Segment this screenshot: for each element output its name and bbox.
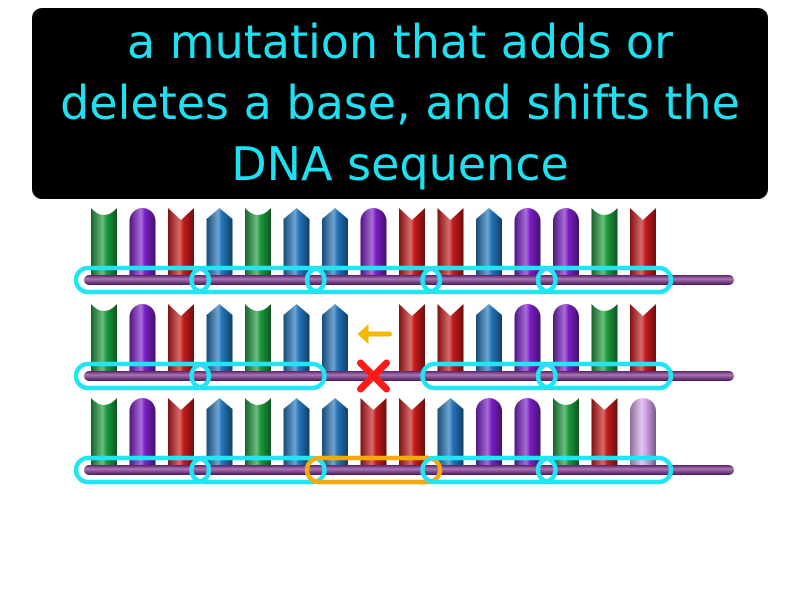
definition-caption-box: a mutation that adds or deletes a base, … — [32, 8, 768, 199]
dna-strand-deletion — [73, 304, 734, 393]
codon-outline — [535, 265, 674, 295]
shifted-codon-outline — [304, 455, 443, 485]
base-blue — [476, 304, 502, 372]
dna-strand-original — [73, 208, 734, 295]
base-green — [245, 304, 271, 372]
base-purple — [553, 208, 579, 276]
base-purple — [476, 398, 502, 466]
base-blue — [206, 398, 233, 466]
base-purple — [129, 398, 156, 466]
base-purple — [360, 208, 387, 276]
base-red — [399, 398, 425, 466]
base-blue — [476, 208, 502, 276]
deletion-x-mark — [357, 359, 390, 393]
base-red — [437, 208, 464, 276]
base-blue — [437, 398, 464, 466]
base-green — [245, 208, 271, 276]
base-blue — [322, 398, 348, 466]
codon-outline — [304, 265, 443, 295]
base-blue — [283, 208, 310, 276]
base-blue — [322, 208, 348, 276]
codon-outline — [535, 361, 674, 391]
codon-outline — [73, 361, 212, 391]
sugar-phosphate-backbone — [84, 371, 734, 381]
base-green — [245, 398, 271, 466]
base-red — [168, 398, 194, 466]
base-purple — [129, 304, 156, 372]
definition-caption-text: a mutation that adds or deletes a base, … — [60, 15, 740, 191]
codon-outline — [73, 455, 212, 485]
shift-left-arrow — [357, 324, 392, 344]
base-blue — [322, 304, 348, 372]
base-green — [91, 208, 117, 276]
base-purple — [553, 304, 579, 372]
base-red — [591, 398, 618, 466]
codon-outline — [535, 455, 674, 485]
codon-outline — [189, 265, 327, 295]
base-blue — [283, 304, 310, 372]
base-green — [91, 304, 117, 372]
base-red — [168, 304, 194, 372]
base-blue — [283, 398, 310, 466]
base-red — [360, 398, 387, 466]
base-light-purple — [630, 398, 656, 466]
base-green — [591, 208, 618, 276]
base-blue — [206, 304, 233, 372]
base-green — [91, 398, 117, 466]
base-red — [630, 304, 656, 372]
base-green — [553, 398, 579, 466]
base-red — [399, 304, 425, 372]
codon-outline — [420, 455, 558, 485]
base-red — [630, 208, 656, 276]
base-purple — [129, 208, 156, 276]
base-purple — [514, 208, 541, 276]
dna-strands-layer — [73, 208, 734, 485]
codon-outline — [189, 455, 327, 485]
base-red — [168, 208, 194, 276]
base-purple — [514, 304, 541, 372]
codon-outline — [189, 361, 327, 391]
base-purple — [514, 398, 541, 466]
sugar-phosphate-backbone — [84, 275, 734, 285]
dna-strand-shifted — [73, 398, 734, 485]
base-green — [591, 304, 618, 372]
base-red — [437, 304, 464, 372]
codon-outline — [420, 361, 558, 391]
sugar-phosphate-backbone — [84, 465, 734, 475]
codon-outline — [420, 265, 558, 295]
base-red — [399, 208, 425, 276]
codon-outline — [73, 265, 212, 295]
base-blue — [206, 208, 233, 276]
